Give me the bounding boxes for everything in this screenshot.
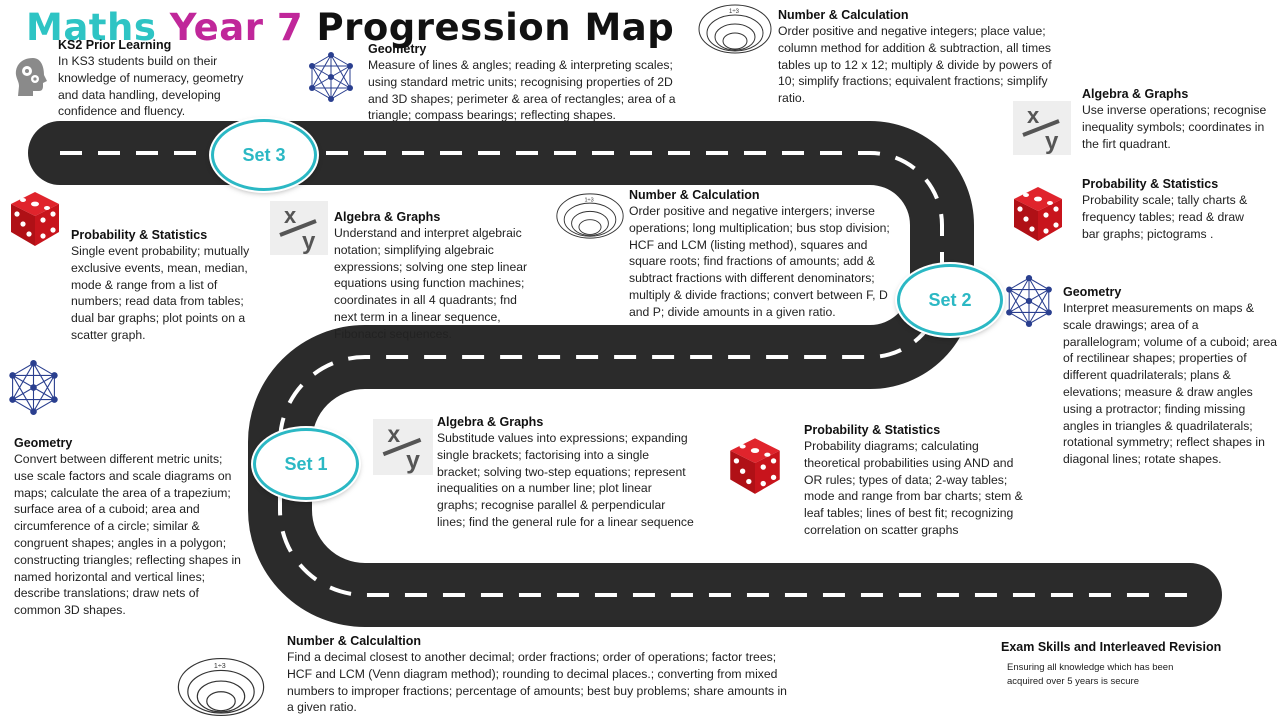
ks2-prior-learning-block: KS2 Prior Learning In KS3 students build… [58, 37, 263, 120]
y-label: y [406, 448, 420, 475]
dice-icon [730, 438, 780, 494]
algebra-graphs-low-block: Algebra & Graphs Substitude values into … [437, 414, 695, 531]
section-heading: Geometry [14, 436, 73, 450]
section-heading: Geometry [368, 42, 427, 56]
set-3-badge: Set 3 [211, 119, 317, 191]
geometry-top-block: Geometry Measure of lines & angles; read… [368, 41, 695, 124]
section-text: Probability scale; tally charts & freque… [1082, 193, 1248, 241]
section-text: In KS3 students build on their knowledge… [58, 54, 244, 119]
number-calculation-mid-block: Number & Calculation Order positive and … [629, 187, 901, 321]
road-center-line [60, 151, 1190, 597]
number-sets-icon: 1÷3 [177, 657, 265, 717]
section-heading: Number & Calculation [629, 188, 760, 202]
section-text: Probability diagrams; calculating theore… [804, 439, 1023, 537]
section-heading: Algebra & Graphs [1082, 87, 1189, 101]
x-label: x [284, 203, 297, 228]
section-heading: Number & Calculaltion [287, 634, 422, 648]
section-text: Ensuring all knowledge which has been ac… [1007, 662, 1174, 687]
section-heading: Number & Calculation [778, 8, 909, 22]
section-text: Understand and interpret algebraic notat… [334, 226, 528, 341]
venn-label: 1÷3 [214, 662, 226, 670]
number-sets-icon: 1÷3 [556, 193, 624, 239]
x-over-y-icon: x y [373, 419, 433, 475]
section-text: Single event probability; mutually exclu… [71, 244, 250, 342]
x-over-y-icon: x y [1013, 101, 1071, 155]
section-heading: Probability & Statistics [804, 423, 941, 437]
geometry-right-block: Geometry Interpret measurements on maps … [1063, 284, 1278, 468]
page-title: Maths Year 7 Progression Map [26, 6, 674, 49]
section-text: Substitude values into expressions; expa… [437, 431, 694, 529]
geometry-cube-icon [309, 52, 353, 102]
section-text: Find a decimal closest to another decima… [287, 650, 787, 715]
set-2-badge: Set 2 [897, 264, 1003, 336]
section-text: Order positive and negative intergers; i… [629, 204, 890, 319]
set-1-badge: Set 1 [253, 428, 359, 500]
geometry-left-block: Geometry Convert between different metri… [14, 435, 244, 619]
probability-statistics-right-block: Probability & Statistics Probability sca… [1082, 176, 1262, 242]
section-heading: Geometry [1063, 285, 1122, 299]
dice-icon [1014, 187, 1062, 241]
section-heading: KS2 Prior Learning [58, 38, 172, 52]
section-heading: Exam Skills and Interleaved Revision [1001, 640, 1222, 654]
geometry-cube-icon [9, 360, 58, 415]
probability-statistics-low-block: Probability & Statistics Probability dia… [804, 422, 1034, 539]
x-label: x [1027, 103, 1040, 128]
section-heading: Algebra & Graphs [437, 415, 544, 429]
x-label: x [387, 421, 400, 447]
y-label: y [302, 228, 316, 255]
algebra-graphs-top-right-block: Algebra & Graphs Use inverse operations;… [1082, 86, 1272, 152]
probability-statistics-left-block: Probability & Statistics Single event pr… [71, 227, 263, 344]
dice-icon [11, 192, 59, 246]
section-heading: Probability & Statistics [1082, 177, 1219, 191]
title-maths: Maths [26, 6, 157, 49]
section-heading: Probability & Statistics [71, 228, 208, 242]
title-progression-map: Progression Map [316, 6, 675, 49]
y-label: y [1045, 128, 1059, 155]
venn-label: 1÷3 [584, 197, 593, 203]
x-over-y-icon: x y [270, 201, 328, 255]
section-heading: Algebra & Graphs [334, 210, 441, 224]
number-calculation-bottom-block: Number & Calculaltion Find a decimal clo… [287, 633, 792, 716]
algebra-graphs-mid-block: Algebra & Graphs Understand and interpre… [334, 209, 541, 343]
geometry-cube-icon [1006, 275, 1052, 327]
section-text: Convert between different metric units; … [14, 452, 241, 618]
head-gears-icon [15, 58, 47, 96]
title-year: Year 7 [169, 6, 304, 49]
number-calculation-top-block: Number & Calculation Order positive and … [778, 7, 1062, 107]
exam-skills-block: Exam Skills and Interleaved Revision Ens… [1001, 639, 1231, 689]
number-sets-icon: 1÷3 [698, 4, 772, 54]
section-text: Interpret measurements on maps & scale d… [1063, 301, 1278, 467]
venn-label: 1÷3 [729, 9, 740, 15]
section-text: Order positive and negative integers; pl… [778, 24, 1052, 106]
section-text: Use inverse operations; recognise inequa… [1082, 103, 1267, 151]
section-text: Measure of lines & angles; reading & int… [368, 58, 676, 123]
